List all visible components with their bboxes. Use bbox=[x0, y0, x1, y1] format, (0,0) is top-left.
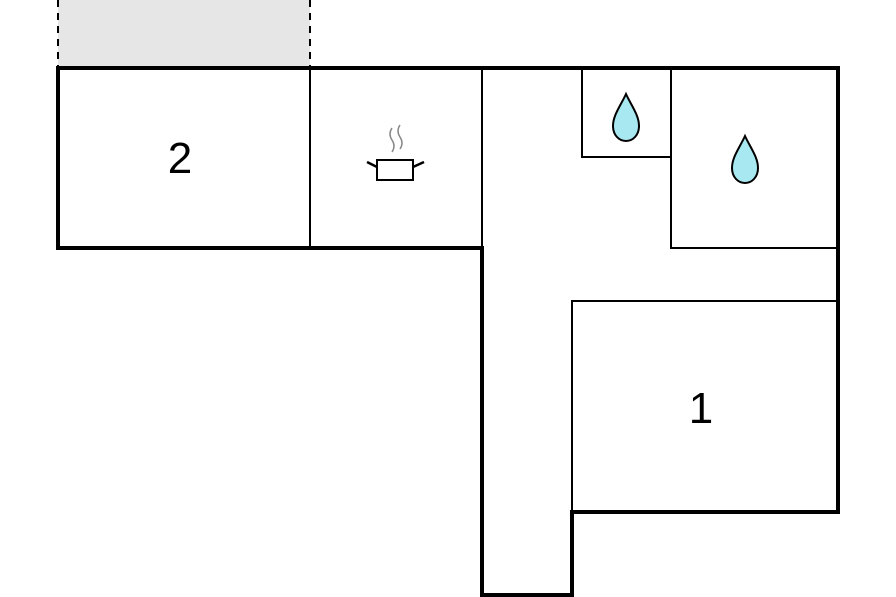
terrace-area bbox=[58, 0, 310, 68]
room-label-bedroom-1: 1 bbox=[689, 384, 713, 433]
pot-body bbox=[376, 159, 414, 181]
interior-walls bbox=[309, 68, 838, 512]
room-label-bedroom-2: 2 bbox=[168, 134, 192, 183]
wall-large-bathroom bbox=[670, 68, 838, 249]
wall-small-bathroom bbox=[581, 68, 671, 158]
water-drop-icon bbox=[611, 91, 641, 143]
pot-handle-left bbox=[366, 160, 378, 169]
cooking-pot-icon bbox=[366, 124, 425, 181]
steam bbox=[389, 124, 403, 153]
pot-handle-right bbox=[412, 160, 425, 169]
terrace-outline bbox=[57, 0, 311, 68]
wall-bedroom1 bbox=[571, 300, 838, 512]
exterior-walls bbox=[56, 66, 840, 597]
water-drop-icon bbox=[730, 133, 760, 185]
terrace bbox=[57, 0, 311, 68]
